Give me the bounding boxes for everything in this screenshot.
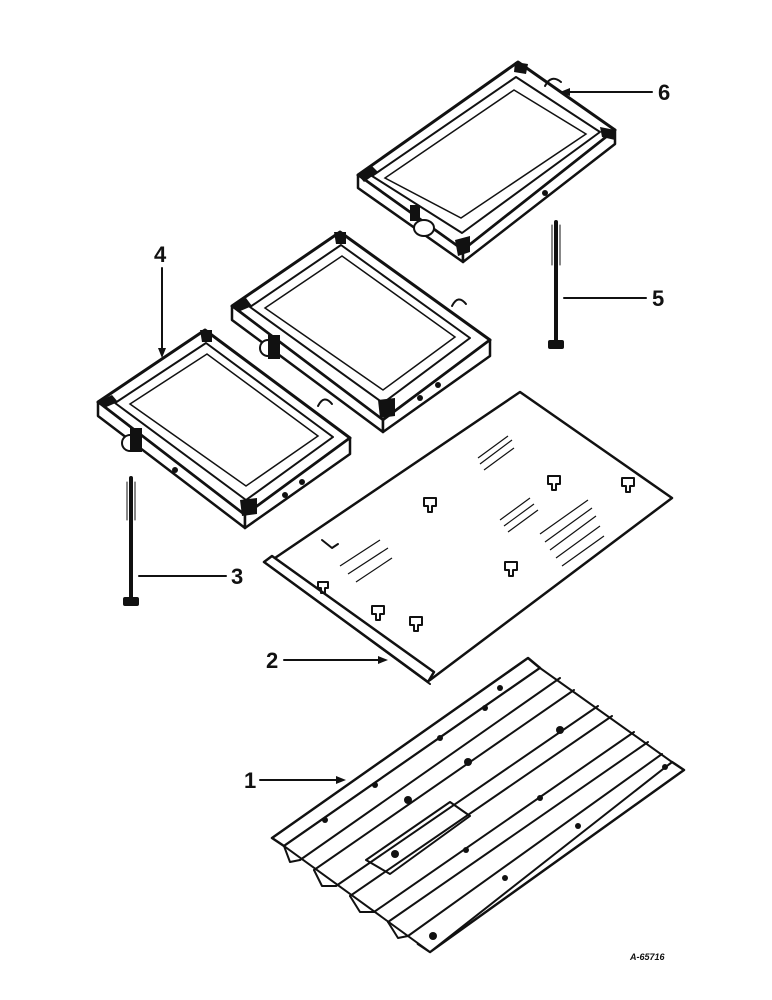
part-6-tray <box>356 60 617 264</box>
callout-5: 5 <box>563 286 664 311</box>
callout-6: 6 <box>560 80 670 105</box>
callout-label-1: 1 <box>244 768 256 793</box>
part-2-plate <box>262 390 674 685</box>
part-4-tray-front <box>96 328 352 530</box>
callout-1: 1 <box>244 768 346 793</box>
plate-shading <box>339 435 605 583</box>
part-3-bolt <box>123 476 139 606</box>
part-5-bolt <box>548 220 564 349</box>
base-holes <box>322 685 668 940</box>
callout-3: 3 <box>138 564 243 589</box>
callout-label-6: 6 <box>658 80 670 105</box>
callout-label-2: 2 <box>266 648 278 673</box>
callout-label-4: 4 <box>154 242 167 267</box>
figure-reference-code: A-65716 <box>629 952 666 962</box>
callout-label-3: 3 <box>231 564 243 589</box>
callout-2: 2 <box>266 648 388 673</box>
part-1-base <box>270 656 686 954</box>
callout-label-5: 5 <box>652 286 664 311</box>
callout-4: 4 <box>154 242 167 358</box>
plate-slots <box>317 475 635 632</box>
part-4-tray-rear <box>230 230 492 434</box>
